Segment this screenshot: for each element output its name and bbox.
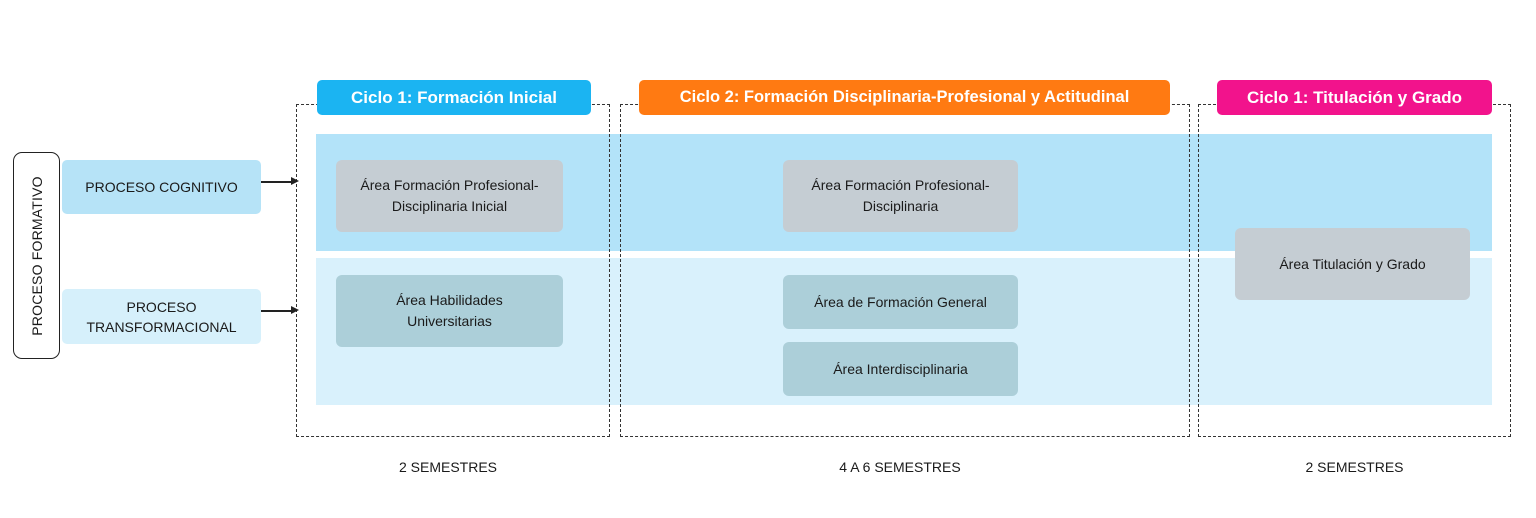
area-degree-card: Área Titulación y Grado: [1235, 228, 1470, 300]
cycle-3-semesters: 2 SEMESTRES: [1305, 459, 1404, 475]
formative-process-box: PROCESO FORMATIVO: [13, 152, 60, 359]
transformational-arrow-head: [291, 306, 299, 314]
area-disciplinary-professional-card: Área Formación Profesional- Disciplinari…: [783, 160, 1018, 232]
cognitive-process-label: PROCESO COGNITIVO: [85, 179, 238, 195]
area-initial-professional-card: Área Formación Profesional- Disciplinari…: [336, 160, 563, 232]
transformational-arrow-line: [261, 310, 292, 312]
cycle-2-semesters: 4 A 6 SEMESTRES: [839, 459, 961, 475]
area-general-training-card: Área de Formación General: [783, 275, 1018, 329]
transformational-process-box: PROCESO TRANSFORMACIONAL: [62, 289, 261, 344]
cognitive-arrow-head: [291, 177, 299, 185]
cycle-1-frame: [296, 104, 610, 437]
cycle-3-header: Ciclo 1: Titulación y Grado: [1217, 80, 1492, 115]
cycle-2-header: Ciclo 2: Formación Disciplinaria-Profesi…: [639, 80, 1170, 115]
cycle-1-header: Ciclo 1: Formación Inicial: [317, 80, 591, 115]
area-interdisciplinary-card: Área Interdisciplinaria: [783, 342, 1018, 396]
cognitive-process-box: PROCESO COGNITIVO: [62, 160, 261, 214]
cognitive-arrow-line: [261, 181, 292, 183]
transformational-process-label: PROCESO TRANSFORMACIONAL: [86, 298, 237, 335]
formative-process-label: PROCESO FORMATIVO: [28, 175, 45, 336]
area-university-skills-card: Área Habilidades Universitarias: [336, 275, 563, 347]
cycle-1-semesters: 2 SEMESTRES: [398, 459, 498, 475]
